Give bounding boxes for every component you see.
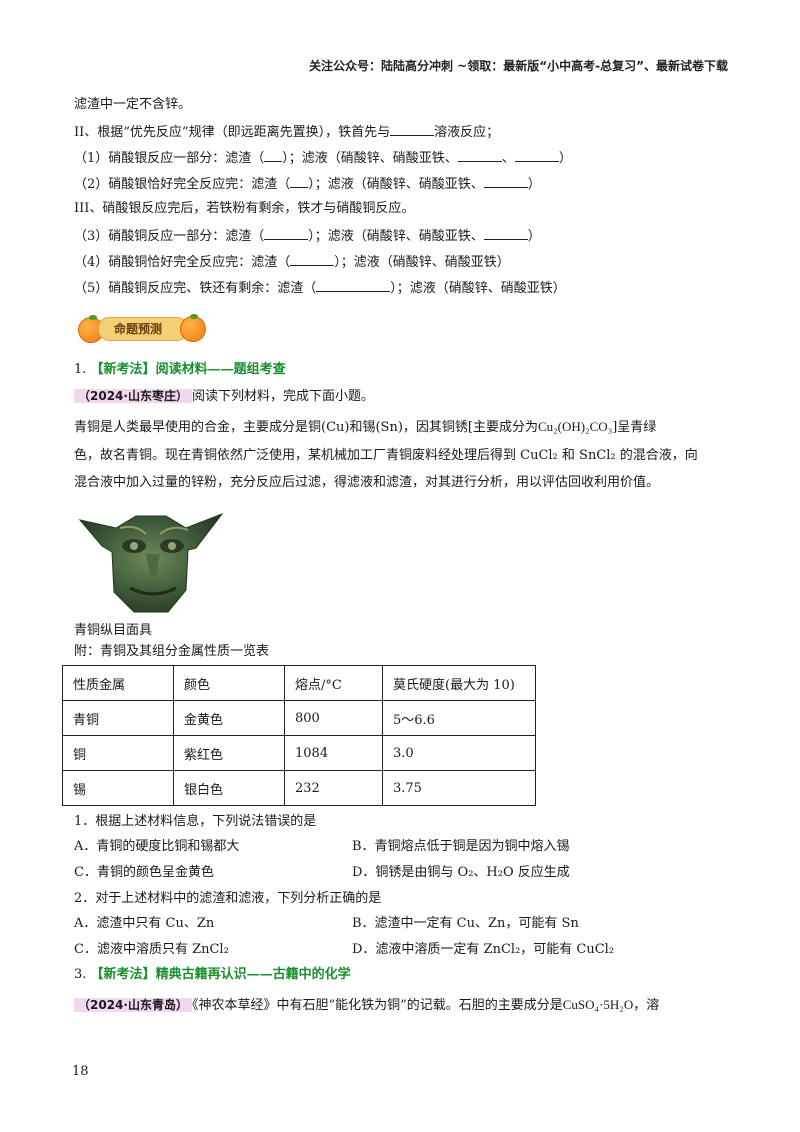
table-cell: 232 <box>284 770 383 806</box>
fill-blank[interactable] <box>316 278 391 292</box>
option-a[interactable]: A．滤渣中只有 Cu、Zn <box>74 916 215 931</box>
table-cell: 紫红色 <box>173 735 285 771</box>
question-3-heading: 3. 【新考法】精典古籍再认识——古籍中的化学 <box>74 967 351 982</box>
option-c[interactable]: C．滤液中溶质只有 ZnCl₂ <box>74 942 229 957</box>
fill-blank[interactable] <box>264 226 309 240</box>
text-line: （1）硝酸银反应一部分：滤渣（）；滤液（硝酸锌、硝酸亚铁、、） <box>74 148 572 168</box>
table-cell: 锡 <box>62 770 174 806</box>
question-1-heading: 1. 【新考法】阅读材料——题组考查 <box>74 362 286 377</box>
table-header-cell: 颜色 <box>173 665 285 701</box>
fill-blank[interactable] <box>264 148 283 162</box>
leaf-icon <box>190 314 198 319</box>
table-cell: 3.75 <box>382 770 536 806</box>
section-banner: 命题预测 <box>76 312 208 344</box>
text-line: （3）硝酸铜反应一部分：滤渣（）；滤液（硝酸锌、硝酸亚铁、） <box>74 226 541 246</box>
text-line: 滤渣中一定不含锌。 <box>74 97 192 112</box>
fill-blank[interactable] <box>514 148 559 162</box>
table-cell: 3.0 <box>382 735 536 771</box>
text-line: III、硝酸银反应完后，若铁粉有剩余，铁才与硝酸铜反应。 <box>74 201 415 216</box>
page-header: 关注公众号：陆陆高分冲刺 ~领取：最新版“小中高考-总复习”、最新试卷下载 <box>309 59 728 73</box>
table-cell: 铜 <box>62 735 174 771</box>
orange-icon <box>180 316 206 342</box>
table-header-row: 性质金属 颜色 熔点/°C 莫氏硬度(最大为 10) <box>62 665 536 701</box>
text-line: （2）硝酸银恰好完全反应完：滤渣（）；滤液（硝酸锌、硝酸亚铁、） <box>74 174 541 194</box>
table-cell: 青铜 <box>62 700 174 736</box>
option-d[interactable]: D．滤液中溶质一定有 ZnCl₂，可能有 CuCl₂ <box>352 942 615 957</box>
fill-blank[interactable] <box>483 174 528 188</box>
option-b[interactable]: B．滤渣中一定有 Cu、Zn，可能有 Sn <box>352 916 579 931</box>
paragraph-line: 混合液中加入过量的锌粉，充分反应后过滤，得滤液和滤渣，对其进行分析，用以评估回收… <box>74 475 660 490</box>
bronze-mask-image <box>78 512 224 613</box>
image-caption: 青铜纵目面具 <box>74 623 153 638</box>
table-cell: 银白色 <box>173 770 285 806</box>
formula: Cu₂(OH)₂CO₃ <box>537 419 613 434</box>
source-badge: （2024·山东青岛） <box>74 998 192 1012</box>
text-line: II、根据“优先反应”规律（即远距离先置换），铁首先与溶液反应； <box>74 122 499 142</box>
table-cell: 1084 <box>284 735 383 771</box>
table-row: 青铜 金黄色 800 5～6.6 <box>62 700 536 736</box>
banner-pill <box>98 317 188 341</box>
fill-blank[interactable] <box>290 252 335 266</box>
question-1-source-line: （2024·山东枣庄）阅读下列材料，完成下面小题。 <box>74 387 374 406</box>
table-cell: 800 <box>284 700 383 736</box>
page-number: 18 <box>72 1064 89 1079</box>
option-a[interactable]: A．青铜的硬度比铜和锡都大 <box>74 839 240 854</box>
fill-blank[interactable] <box>290 174 309 188</box>
table-header-cell: 莫氏硬度(最大为 10) <box>382 665 536 701</box>
table-header-cell: 熔点/°C <box>284 665 383 701</box>
fill-blank[interactable] <box>390 122 435 136</box>
source-badge: （2024·山东枣庄） <box>74 389 192 403</box>
sub-question-1-stem: 1．根据上述材料信息，下列说法错误的是 <box>74 814 317 829</box>
paragraph-line: 青铜是人类最早使用的合金，主要成分是铜(Cu)和锡(Sn)，因其铜锈[主要成分为… <box>74 419 657 435</box>
table-cell: 5～6.6 <box>382 700 536 736</box>
sub-question-2-stem: 2．对于上述材料中的滤渣和滤液，下列分析正确的是 <box>74 891 382 906</box>
option-b[interactable]: B．青铜熔点低于铜是因为铜中熔入锡 <box>352 839 570 854</box>
option-c[interactable]: C．青铜的颜色呈金黄色 <box>74 865 214 880</box>
fill-blank[interactable] <box>457 148 502 162</box>
table-header-cell: 性质金属 <box>62 665 174 701</box>
metal-properties-table: 性质金属 颜色 熔点/°C 莫氏硬度(最大为 10) 青铜 金黄色 800 5～… <box>62 665 536 806</box>
paragraph-line: 色，故名青铜。现在青铜依然广泛使用，某机械加工厂青铜废料经处理后得到 CuCl₂… <box>74 448 698 463</box>
banner-label: 命题预测 <box>114 322 163 336</box>
table-title: 附：青铜及其组分金属性质一览表 <box>74 644 270 659</box>
text-line: （5）硝酸铜反应完、铁还有剩余：滤渣（）；滤液（硝酸锌、硝酸亚铁） <box>74 278 566 298</box>
text-line: （4）硝酸铜恰好完全反应完：滤渣（）；滤液（硝酸锌、硝酸亚铁） <box>74 252 510 272</box>
leaf-icon <box>89 315 97 320</box>
table-row: 铜 紫红色 1084 3.0 <box>62 735 536 771</box>
option-d[interactable]: D．铜锈是由铜与 O₂、H₂O 反应生成 <box>352 865 570 880</box>
question-3-text: （2024·山东青岛）《神农本草经》中有石胆“能化铁为铜”的记载。石胆的主要成分… <box>74 996 659 1015</box>
formula: CuSO₄·5H₂O <box>562 997 634 1012</box>
table-row: 锡 银白色 232 3.75 <box>62 770 536 806</box>
table-cell: 金黄色 <box>173 700 285 736</box>
fill-blank[interactable] <box>483 226 528 240</box>
